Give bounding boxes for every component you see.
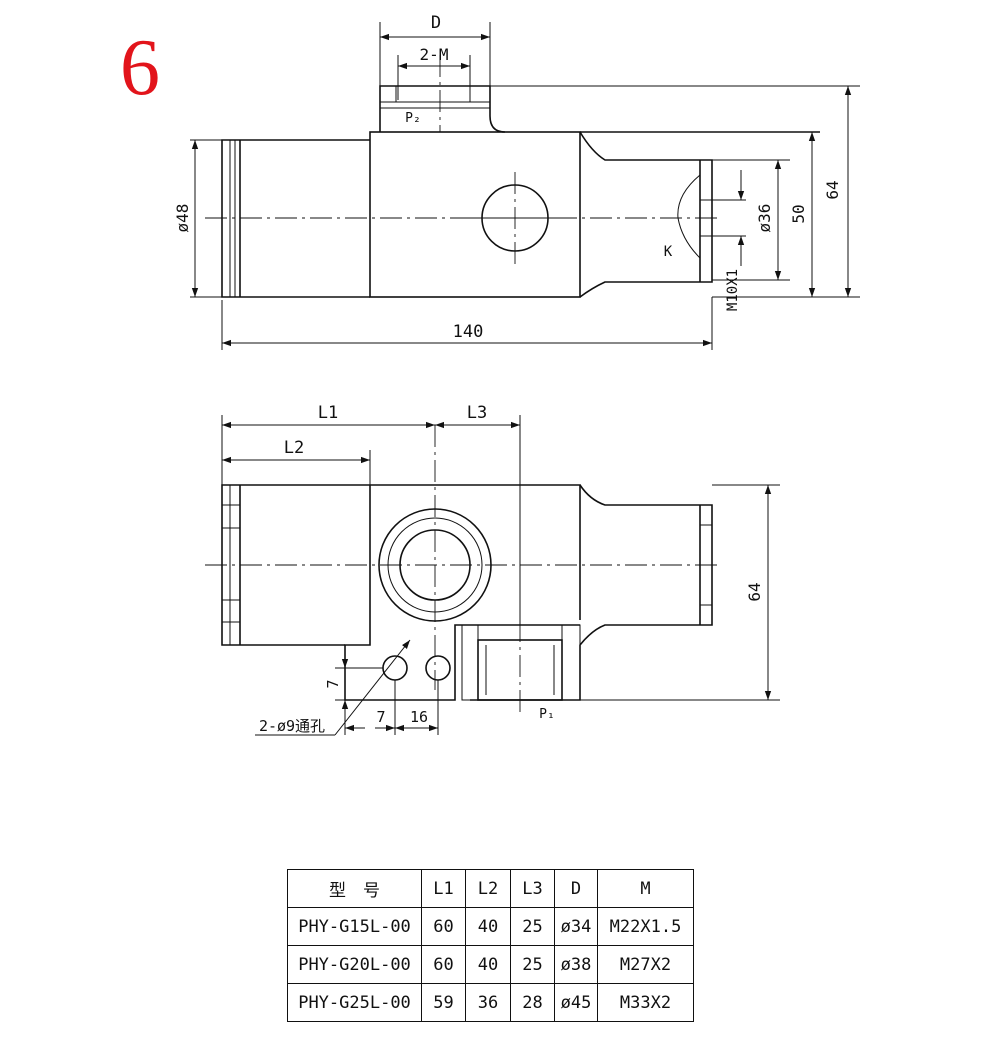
cell-L3: 25 <box>510 907 555 946</box>
header-L3: L3 <box>510 869 555 908</box>
front-right-taper <box>470 484 713 701</box>
cell-D: ø45 <box>554 983 598 1022</box>
top-view: D 2-M P₂ ø48 140 ø36 50 64 K M10X1 <box>173 13 860 350</box>
dim-L3-label: L3 <box>467 403 487 423</box>
front-view: L1 L3 L2 64 7 7 16 2-ø9通孔 P₁ <box>205 403 780 736</box>
top-port-boss <box>379 85 506 133</box>
cell-D: ø38 <box>554 945 598 984</box>
dim-140-label: 140 <box>453 322 484 342</box>
table-row: PHY-G20L-00 60 40 25 ø38 M27X2 <box>287 945 694 984</box>
port-P2-label: P₂ <box>405 111 421 126</box>
dim-L2-label: L2 <box>284 438 304 458</box>
cell-model: PHY-G15L-00 <box>287 907 422 946</box>
table-row: PHY-G15L-00 60 40 25 ø34 M22X1.5 <box>287 907 694 946</box>
dim-50-label: 50 <box>789 204 808 223</box>
left-flange <box>221 139 370 298</box>
spec-table: 型 号 L1 L2 L3 D M PHY-G15L-00 60 40 25 ø3… <box>287 869 694 1022</box>
cell-L1: 60 <box>421 907 466 946</box>
cell-M: M33X2 <box>597 983 694 1022</box>
dim-7-horizontal-label: 7 <box>376 708 385 726</box>
dim-16-label: 16 <box>410 708 428 726</box>
dim-64-top-label: 64 <box>823 180 842 199</box>
cell-model: PHY-G25L-00 <box>287 983 422 1022</box>
dim-phi48-label: ø48 <box>173 204 192 233</box>
dim-L1-label: L1 <box>318 403 338 423</box>
port-P1-label: P₁ <box>539 707 555 722</box>
figure-number: 6 <box>120 24 160 112</box>
cell-L2: 40 <box>465 945 511 984</box>
cell-L2: 40 <box>465 907 511 946</box>
label-K: K <box>664 244 673 260</box>
central-body <box>369 131 581 298</box>
mount-hole-2 <box>425 655 451 681</box>
thread-M10-label: M10X1 <box>725 269 741 311</box>
dim-phi36-label: ø36 <box>755 204 774 233</box>
header-L1: L1 <box>421 869 466 908</box>
cell-model: PHY-G20L-00 <box>287 945 422 984</box>
header-L2: L2 <box>465 869 511 908</box>
cell-M: M22X1.5 <box>597 907 694 946</box>
cell-L2: 36 <box>465 983 511 1022</box>
cell-L3: 25 <box>510 945 555 984</box>
cell-D: ø34 <box>554 907 598 946</box>
dim-2M-label: 2-M <box>420 45 449 64</box>
dim-D-label: D <box>431 13 441 33</box>
dim-64-front-label: 64 <box>745 582 764 601</box>
cell-L3: 28 <box>510 983 555 1022</box>
holes-note-label: 2-ø9通孔 <box>259 717 325 735</box>
cell-M: M27X2 <box>597 945 694 984</box>
header-model: 型 号 <box>287 869 422 908</box>
dim-7-vertical-label: 7 <box>324 679 342 688</box>
cell-L1: 60 <box>421 945 466 984</box>
header-M: M <box>597 869 694 908</box>
k-section <box>677 173 701 260</box>
table-row: PHY-G25L-00 59 36 28 ø45 M33X2 <box>287 983 694 1022</box>
header-D: D <box>554 869 598 908</box>
table-header-row: 型 号 L1 L2 L3 D M <box>287 869 694 908</box>
cell-L1: 59 <box>421 983 466 1022</box>
